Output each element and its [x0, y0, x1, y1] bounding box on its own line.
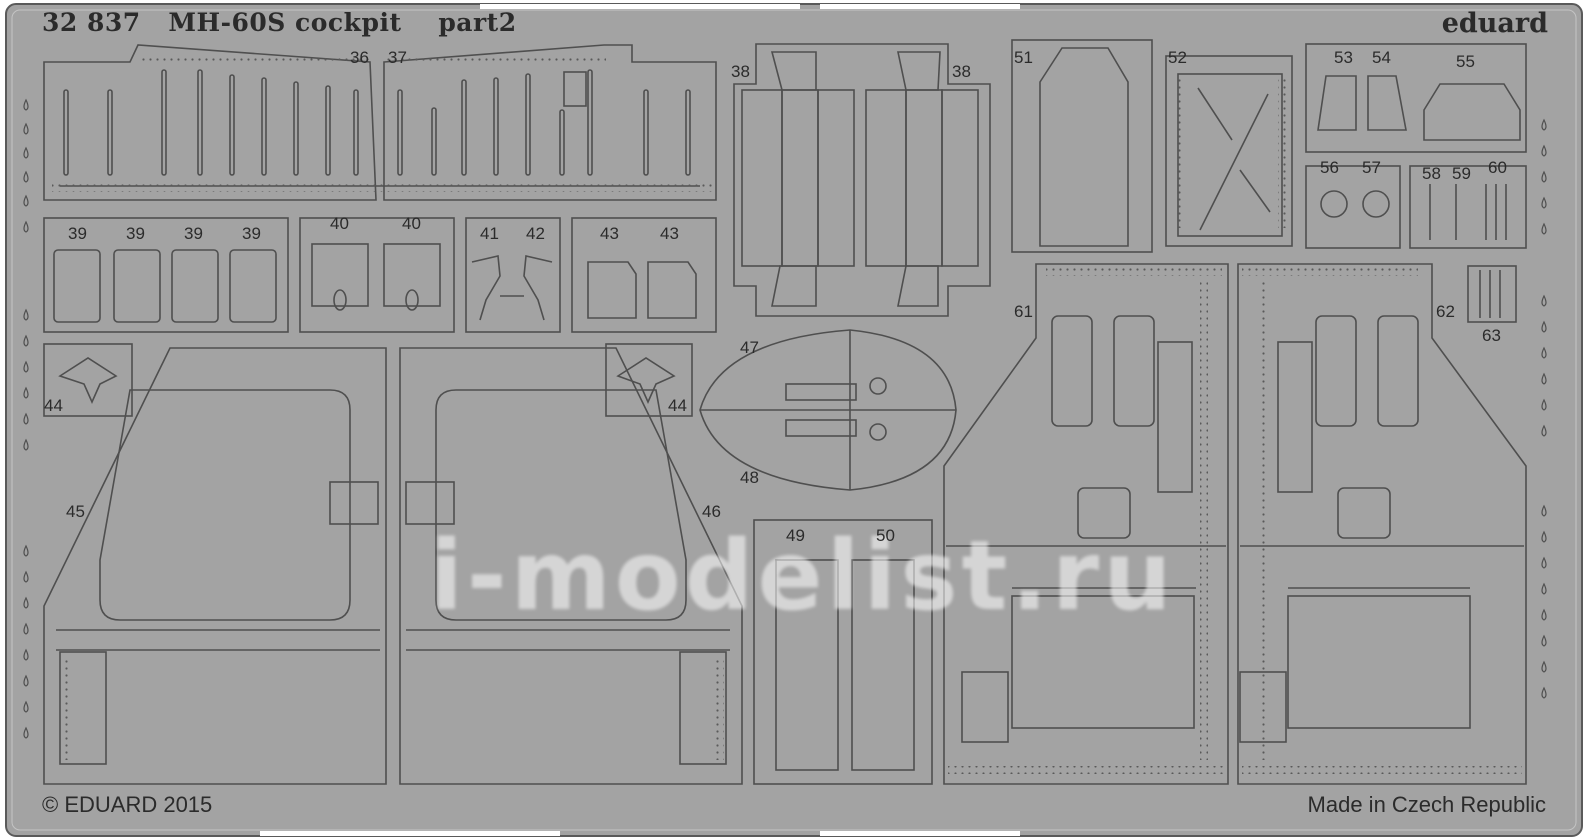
part-number-52: 52 [1168, 48, 1187, 67]
part-number-45: 45 [66, 502, 85, 521]
product-name: MH-60S cockpit [168, 8, 402, 37]
part-number-38-left: 38 [731, 62, 750, 81]
watermark: i-modelist.ru [430, 520, 1176, 632]
part-number-51: 51 [1014, 48, 1033, 67]
part-37-slots [397, 69, 691, 176]
part-46-outline [399, 347, 743, 785]
part-38-outline [733, 43, 991, 317]
part-number-60: 60 [1488, 158, 1507, 177]
part-number-40-b: 40 [402, 214, 421, 233]
part-39-frame [43, 217, 289, 333]
part-number-63: 63 [1482, 326, 1501, 345]
origin-text: Made in Czech Republic [1307, 792, 1546, 817]
part-number-50: 50 [876, 526, 895, 545]
part-52-frame [1165, 55, 1293, 247]
part-number-39-b: 39 [126, 224, 145, 243]
part-number-56: 56 [1320, 158, 1339, 177]
part-36-slots [63, 69, 359, 176]
part-43-frame [571, 217, 717, 333]
part-41-42-frame [465, 217, 561, 333]
part-45-outline [43, 347, 387, 785]
product-title: 32 837 MH-60S cockpit part2 [42, 8, 517, 37]
part-number-48: 48 [740, 468, 759, 487]
part-number-59: 59 [1452, 164, 1471, 183]
part-number-36: 36 [350, 48, 369, 67]
part-number-39-a: 39 [68, 224, 87, 243]
part-40-frame [299, 217, 455, 333]
part-53-55-frame [1305, 43, 1527, 153]
part-number-53: 53 [1334, 48, 1353, 67]
part-number-62: 62 [1436, 302, 1455, 321]
part-number-58: 58 [1422, 164, 1441, 183]
part-number-47: 47 [740, 338, 759, 357]
part-number-41: 41 [480, 224, 499, 243]
product-code: 32 837 [42, 8, 141, 37]
copyright-text: © EDUARD 2015 [42, 792, 213, 817]
part-56-57-frame [1305, 165, 1401, 249]
part-58-60-frame [1409, 165, 1527, 249]
part-37-outline [383, 44, 717, 201]
part-number-49: 49 [786, 526, 805, 545]
part-44-left-frame [43, 343, 133, 417]
part-number-54: 54 [1372, 48, 1391, 67]
part-number-42: 42 [526, 224, 545, 243]
part-63-frame [1467, 265, 1517, 323]
part-49-50-frame [753, 519, 933, 785]
part-number-46: 46 [702, 502, 721, 521]
part-number-43-b: 43 [660, 224, 679, 243]
part-number-44-left: 44 [44, 396, 63, 415]
part-number-43-a: 43 [600, 224, 619, 243]
part-62-outline [1237, 263, 1527, 785]
part-number-40-a: 40 [330, 214, 349, 233]
part-43-pieces [587, 261, 697, 319]
part-41-42-pieces [471, 255, 553, 321]
part-number-39-d: 39 [242, 224, 261, 243]
part-number-57: 57 [1362, 158, 1381, 177]
part-39-pieces [53, 249, 277, 323]
part-38-strips [741, 51, 979, 307]
part-45-window [99, 389, 351, 621]
part-number-39-c: 39 [184, 224, 203, 243]
part-number-61: 61 [1014, 302, 1033, 321]
part-number-55: 55 [1456, 52, 1475, 71]
brand-logo: eduard [1441, 8, 1548, 39]
part-61-outline [943, 263, 1229, 785]
part-number-37: 37 [388, 48, 407, 67]
product-part: part2 [438, 8, 517, 37]
part-number-44-right: 44 [668, 396, 687, 415]
part-51-frame [1011, 39, 1153, 253]
part-number-38-right: 38 [952, 62, 971, 81]
part-46-window [435, 389, 687, 621]
part-40-pieces [311, 243, 441, 311]
